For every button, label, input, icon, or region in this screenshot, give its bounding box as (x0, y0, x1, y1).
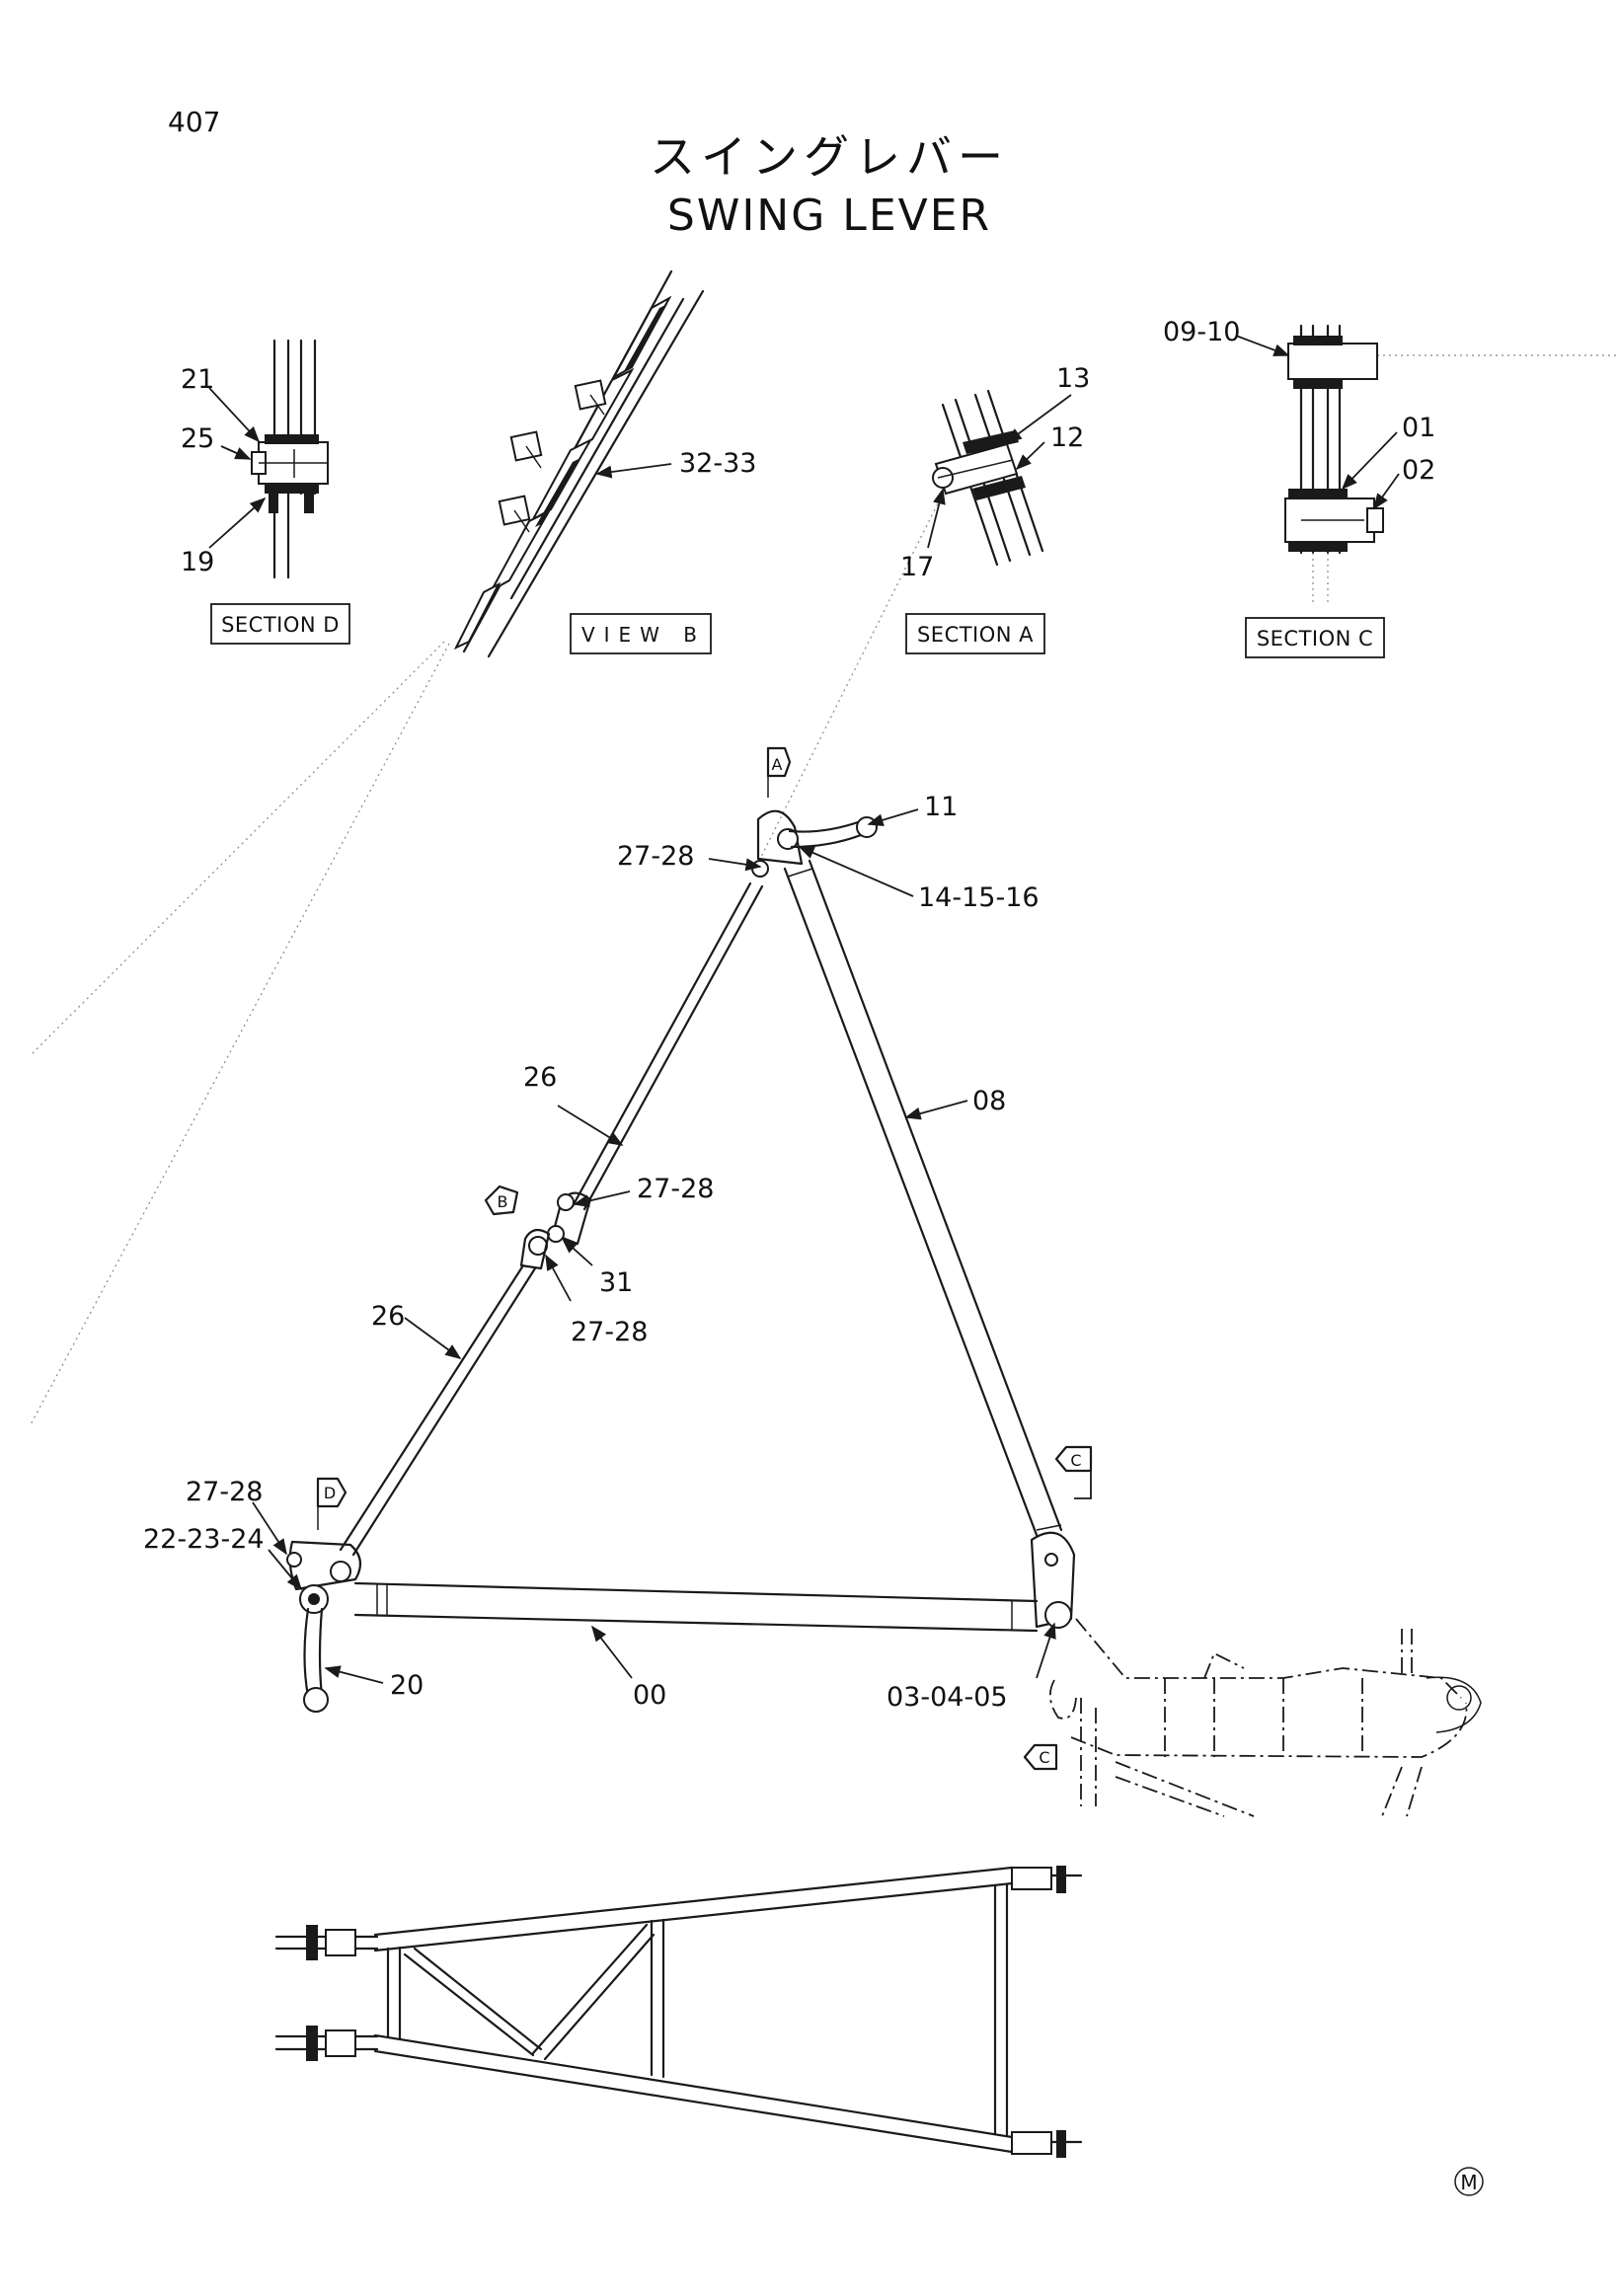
callout-17: 17 (900, 552, 934, 582)
callout-32-33: 32-33 (679, 448, 756, 479)
section-d-detail (251, 339, 329, 579)
callout-21: 21 (181, 364, 214, 395)
svg-text:A: A (772, 755, 783, 774)
callout-01: 01 (1402, 413, 1435, 443)
projection-lines (29, 354, 1619, 1427)
view-marker-a: A (766, 746, 792, 798)
section-c-detail (1284, 324, 1384, 604)
main-frame (286, 809, 1092, 1713)
page-number: 407 (168, 106, 220, 138)
corner-mark: M (1460, 2171, 1477, 2194)
callout-14-15-16: 14-15-16 (918, 882, 1040, 913)
title-japanese: スイングレバー (650, 130, 1009, 184)
callout-27-28-mid-upper: 27-28 (637, 1174, 714, 1204)
section-c-label-box (1245, 617, 1385, 658)
callout-19: 19 (181, 547, 214, 577)
machine-body-phantom (1048, 1618, 1482, 1817)
callout-27-28-top: 27-28 (617, 841, 694, 872)
view-marker-d: D (316, 1477, 347, 1530)
section-a-label-box (905, 613, 1045, 654)
callout-27-28-mid-lower: 27-28 (571, 1317, 648, 1347)
callout-25: 25 (181, 423, 214, 454)
section-a-detail (932, 389, 1044, 567)
callout-26-lower: 26 (371, 1301, 405, 1332)
svg-text:D: D (324, 1484, 336, 1502)
view-marker-b: B (484, 1185, 519, 1216)
view-marker-c-lower: C (1023, 1743, 1058, 1771)
svg-text:B: B (498, 1192, 508, 1211)
callout-11: 11 (924, 792, 958, 822)
callout-22-23-24: 22-23-24 (143, 1524, 265, 1555)
view-b-label: VIEW B (581, 623, 706, 647)
section-c-label: SECTION C (1257, 627, 1373, 651)
callout-12: 12 (1050, 422, 1084, 453)
section-d-label: SECTION D (221, 613, 340, 637)
callout-26-upper: 26 (523, 1062, 557, 1093)
section-d-label-box (210, 603, 350, 645)
callout-20: 20 (390, 1670, 424, 1701)
view-b-detail (453, 269, 705, 658)
callout-31: 31 (599, 1267, 633, 1298)
callout-02: 02 (1402, 455, 1435, 486)
svg-text:C: C (1039, 1748, 1049, 1767)
title-english: SWING LEVER (667, 191, 991, 241)
view-marker-c-upper: C (1054, 1445, 1093, 1473)
callout-09-10: 09-10 (1163, 317, 1240, 347)
svg-text:C: C (1070, 1451, 1081, 1470)
callout-08: 08 (972, 1086, 1006, 1116)
callout-27-28-left: 27-28 (186, 1477, 263, 1507)
view-b-label-box (570, 613, 712, 654)
callout-00: 00 (633, 1680, 666, 1711)
section-a-label: SECTION A (917, 623, 1034, 647)
plan-view-frame (274, 1866, 1083, 2158)
callout-13: 13 (1056, 363, 1090, 394)
callout-03-04-05: 03-04-05 (887, 1682, 1008, 1713)
